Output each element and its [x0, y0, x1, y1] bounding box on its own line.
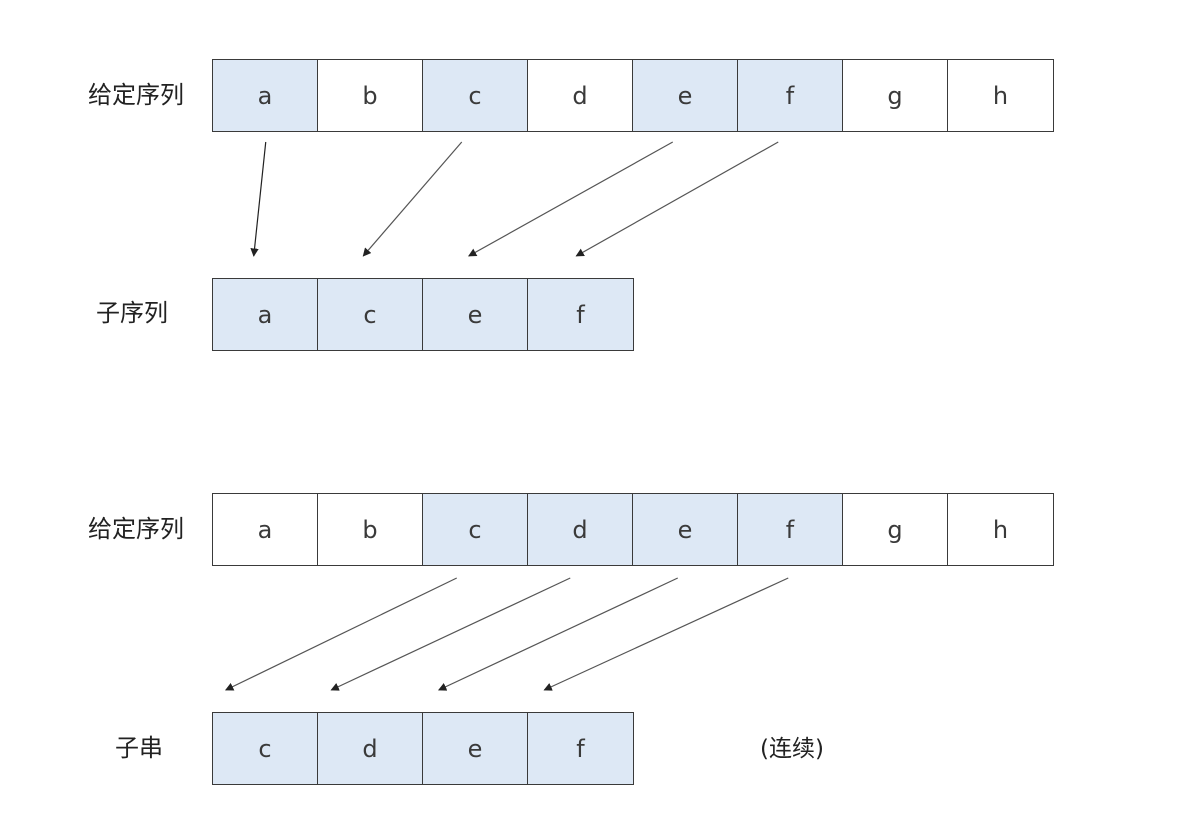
- mapping-arrow-substring-3: [543, 577, 789, 691]
- result-cell-f: f: [528, 713, 633, 784]
- mapping-arrow-subsequence-3: [575, 141, 779, 257]
- subsequence-label: 子序列: [96, 299, 168, 327]
- mapping-arrow-subsequence-1: [362, 141, 463, 257]
- given-cell-g: g: [843, 494, 948, 565]
- result-cell-e: e: [423, 713, 528, 784]
- given-cell-b: b: [318, 494, 423, 565]
- given-cell-a: a: [213, 494, 318, 565]
- mapping-arrow-subsequence-0: [250, 141, 267, 257]
- mapping-arrow-substring-0: [224, 577, 458, 691]
- substring-label: 子串: [115, 734, 163, 762]
- given-cell-a: a: [213, 60, 318, 131]
- given-cell-h: h: [948, 60, 1053, 131]
- result-cell-e: e: [423, 279, 528, 350]
- mapping-arrow-substring-2: [437, 577, 679, 691]
- given-cell-d: d: [528, 494, 633, 565]
- result-cell-a: a: [213, 279, 318, 350]
- result-cell-c: c: [213, 713, 318, 784]
- given-cell-c: c: [423, 60, 528, 131]
- given-cell-d: d: [528, 60, 633, 131]
- result-cell-d: d: [318, 713, 423, 784]
- given-cell-f: f: [738, 60, 843, 131]
- mapping-arrow-subsequence-2: [468, 141, 674, 257]
- given-cell-b: b: [318, 60, 423, 131]
- given-cell-g: g: [843, 60, 948, 131]
- given-sequence-label-1: 给定序列: [88, 81, 184, 109]
- given-sequence-label-2: 给定序列: [88, 515, 184, 543]
- given-cell-c: c: [423, 494, 528, 565]
- given-cell-e: e: [633, 494, 738, 565]
- contiguous-note: (连续): [760, 736, 824, 762]
- result-cell-c: c: [318, 279, 423, 350]
- given-cell-h: h: [948, 494, 1053, 565]
- result-cell-f: f: [528, 279, 633, 350]
- given-cell-f: f: [738, 494, 843, 565]
- mapping-arrow-substring-1: [330, 577, 571, 691]
- given-cell-e: e: [633, 60, 738, 131]
